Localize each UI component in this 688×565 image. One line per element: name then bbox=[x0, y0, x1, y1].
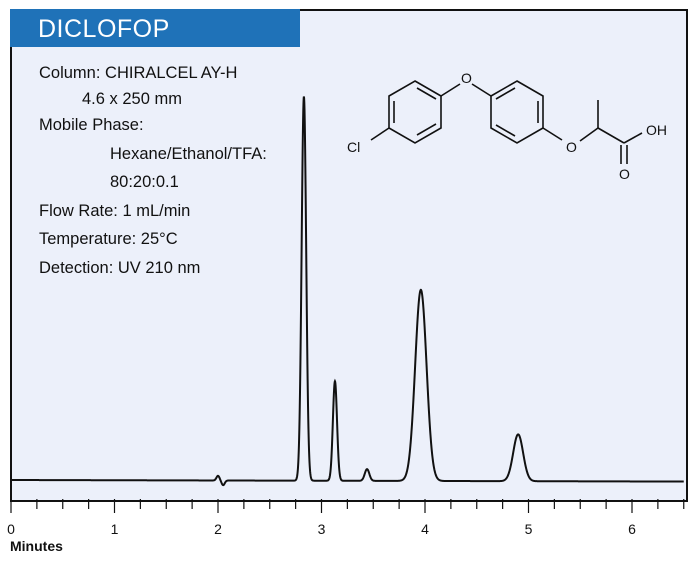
trace-group bbox=[11, 96, 684, 487]
ring-left-double-bond bbox=[416, 123, 437, 136]
atom-o-ether: O bbox=[566, 139, 577, 155]
temperature: Temperature: 25°C bbox=[39, 230, 178, 248]
bond-cl bbox=[370, 127, 390, 141]
mobile-phase-ratio: 80:20:0.1 bbox=[110, 173, 179, 191]
mobile-phase-value: Hexane/Ethanol/TFA: bbox=[110, 145, 267, 163]
benzene-ring-left bbox=[388, 80, 442, 144]
flow-rate: Flow Rate: 1 mL/min bbox=[39, 202, 191, 220]
detection: Detection: UV 210 nm bbox=[39, 259, 201, 277]
x-tick-label: 6 bbox=[628, 521, 636, 537]
bond-carboxyl bbox=[597, 127, 625, 144]
mobile-phase-label: Mobile Phase: bbox=[39, 116, 144, 134]
x-tick-label: 2 bbox=[214, 521, 222, 537]
atom-o-bridge: O bbox=[461, 70, 472, 86]
bond-o-ether-right bbox=[579, 127, 599, 142]
benzene-ring-right bbox=[490, 80, 544, 144]
ring-right-double-bond bbox=[495, 124, 516, 137]
bond-o-bridge-left bbox=[440, 83, 461, 97]
bond-oh bbox=[623, 132, 643, 144]
atom-o-carbonyl: O bbox=[619, 166, 630, 182]
chromatogram-trace bbox=[11, 96, 684, 487]
x-tick-label: 0 bbox=[7, 521, 15, 537]
column-label: Column: CHIRALCEL AY-H bbox=[39, 64, 238, 82]
atom-oh: OH bbox=[646, 122, 667, 138]
x-tick-label: 5 bbox=[525, 521, 533, 537]
ring-right-double-bond bbox=[495, 87, 516, 100]
x-axis-label: Minutes bbox=[10, 538, 63, 554]
chart-title: DICLOFOP bbox=[38, 15, 170, 43]
x-tick-label: 4 bbox=[421, 521, 429, 537]
column-dims: 4.6 x 250 mm bbox=[82, 90, 182, 108]
bond-o-bridge-right bbox=[471, 83, 492, 97]
x-tick-label: 1 bbox=[111, 521, 119, 537]
x-axis: 0 1 2 3 4 5 6 bbox=[7, 499, 685, 537]
title-banner: DICLOFOP bbox=[10, 9, 300, 47]
ring-left-double-bond bbox=[416, 87, 437, 100]
plot-area bbox=[10, 9, 688, 502]
atom-cl: Cl bbox=[347, 139, 360, 155]
x-tick-label: 3 bbox=[318, 521, 326, 537]
bond-o-ether-left bbox=[542, 127, 563, 141]
